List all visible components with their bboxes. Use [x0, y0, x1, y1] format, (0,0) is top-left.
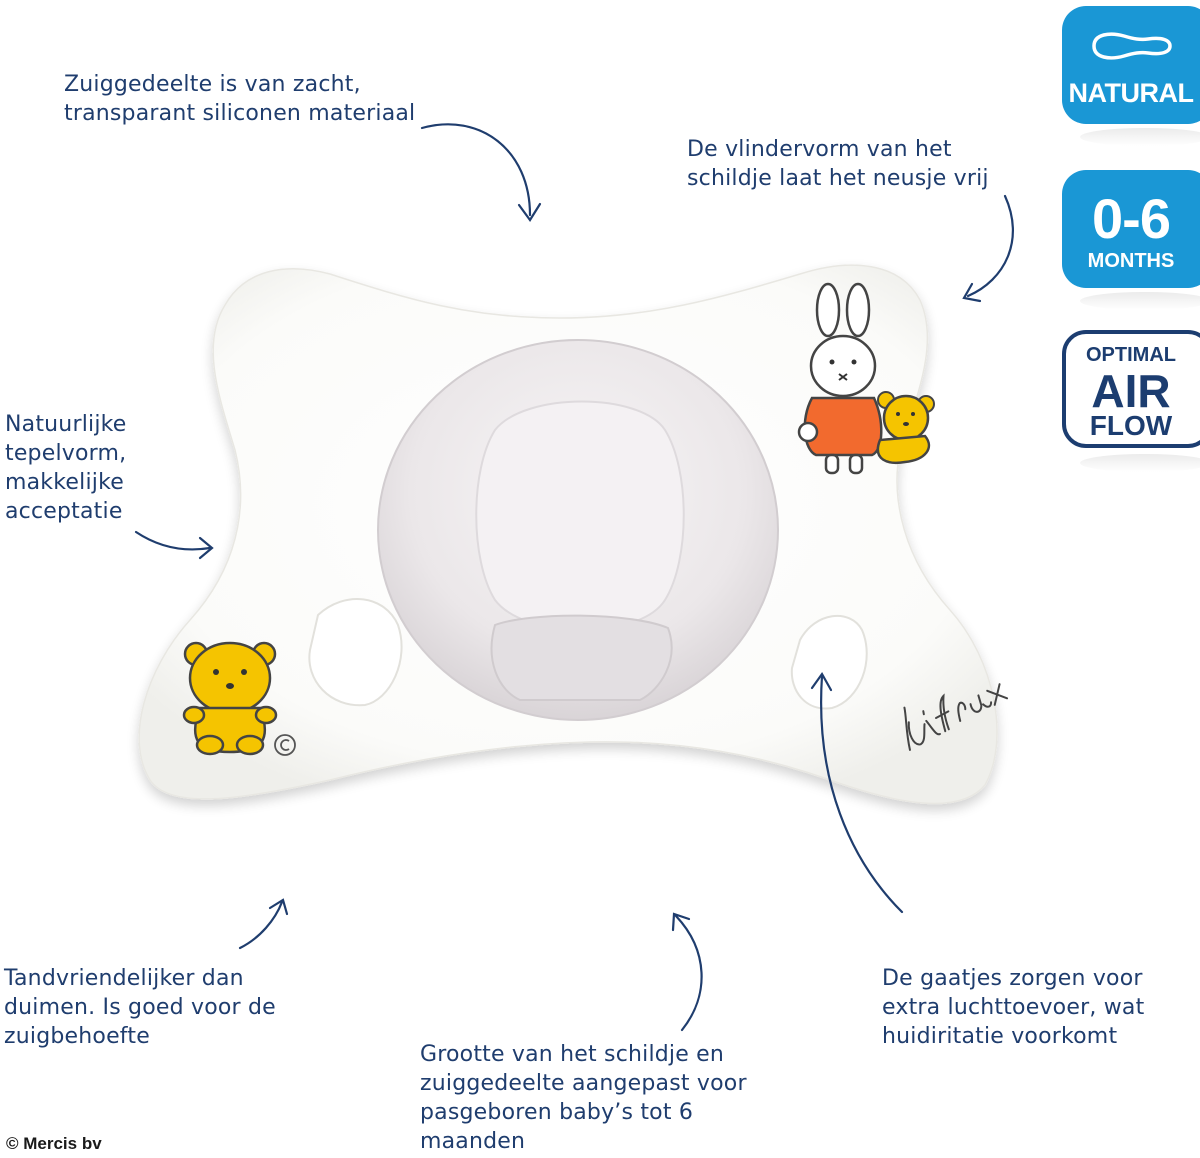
- callout-size-line: zuiggedeelte aangepast voor: [420, 1071, 747, 1096]
- badge-air-line3: FLOW: [1089, 410, 1173, 441]
- callout-material-line: transparant siliconen materiaal: [64, 101, 416, 126]
- badge-natural: NATURAL: [1062, 6, 1200, 124]
- badge-air-line2: AIR: [1091, 365, 1171, 417]
- callout-size: Grootte van het schildje en zuiggedeelte…: [420, 1040, 747, 1156]
- callout-teeth-line: duimen. Is goed voor de: [4, 995, 276, 1020]
- callout-butterfly-line: De vlindervorm van het: [687, 137, 952, 162]
- callout-butterfly: De vlindervorm van het schildje laat het…: [687, 135, 989, 193]
- callout-holes-line: extra luchttoevoer, wat: [882, 995, 1145, 1020]
- callout-teeth: Tandvriendelijker dan duimen. Is goed vo…: [4, 964, 276, 1051]
- callout-material: Zuiggedeelte is van zacht, transparant s…: [64, 70, 415, 128]
- nipple-shape-icon: [1092, 32, 1172, 60]
- badge-natural-label: NATURAL: [1068, 78, 1194, 108]
- badge-months-range: 0-6: [1092, 187, 1171, 250]
- miffy-illustration: [797, 282, 935, 475]
- arrow-material: [420, 123, 532, 217]
- badge-shadow: [1080, 454, 1200, 472]
- copyright-notice: © Mercis bv: [6, 1134, 102, 1153]
- callout-holes-line: huidiritatie voorkomt: [882, 1024, 1118, 1049]
- arrow-holes-head: [810, 671, 833, 692]
- arrow-butterfly: [966, 194, 1014, 298]
- arrow-nipple-head: [198, 536, 214, 560]
- callout-holes-line: De gaatjes zorgen voor: [882, 966, 1143, 991]
- badge-months-unit: MONTHS: [1087, 250, 1175, 272]
- arrow-teeth: [238, 900, 284, 950]
- arrow-size: [674, 914, 703, 1032]
- callout-nipple: Natuurlijke tepelvorm, makkelijke accept…: [5, 410, 127, 526]
- arrow-material-head: [517, 202, 542, 222]
- callout-teeth-line: Tandvriendelijker dan: [4, 966, 244, 991]
- callout-holes: De gaatjes zorgen voor extra luchttoevoe…: [882, 964, 1144, 1051]
- arrow-size-head: [671, 912, 691, 932]
- copyright-symbol: [274, 734, 296, 756]
- air-hole-left: [308, 598, 403, 707]
- callout-size-line: pasgeboren baby’s tot 6: [420, 1100, 694, 1125]
- badge-shadow: [1080, 292, 1200, 310]
- difrax-signature: [903, 683, 1009, 751]
- callout-teeth-line: zuigbehoefte: [4, 1024, 150, 1049]
- callout-size-line: maanden: [420, 1129, 526, 1154]
- bear-illustration: [182, 641, 278, 756]
- callout-material-line: Zuiggedeelte is van zacht,: [64, 72, 361, 97]
- badge-air-flow: OPTIMAL AIR FLOW: [1062, 330, 1200, 448]
- arrow-nipple: [134, 530, 212, 551]
- air-hole-right: [790, 614, 868, 710]
- callout-nipple-line: Natuurlijke: [5, 412, 127, 437]
- callout-butterfly-line: schildje laat het neusje vrij: [687, 166, 989, 191]
- nipple-ring: [490, 614, 673, 701]
- arrow-teeth-head: [268, 898, 289, 916]
- callout-size-line: Grootte van het schildje en: [420, 1042, 725, 1067]
- arrow-butterfly-head: [962, 282, 982, 303]
- callout-nipple-line: makkelijke: [5, 470, 124, 495]
- badge-months: 0-6 MONTHS: [1062, 170, 1200, 288]
- callout-nipple-line: tepelvorm,: [5, 441, 127, 466]
- badge-air-line1: OPTIMAL: [1086, 344, 1176, 366]
- nipple-inner: [475, 400, 685, 631]
- badge-shadow: [1080, 128, 1200, 146]
- callout-nipple-line: acceptatie: [5, 499, 123, 524]
- arrow-holes: [820, 674, 904, 914]
